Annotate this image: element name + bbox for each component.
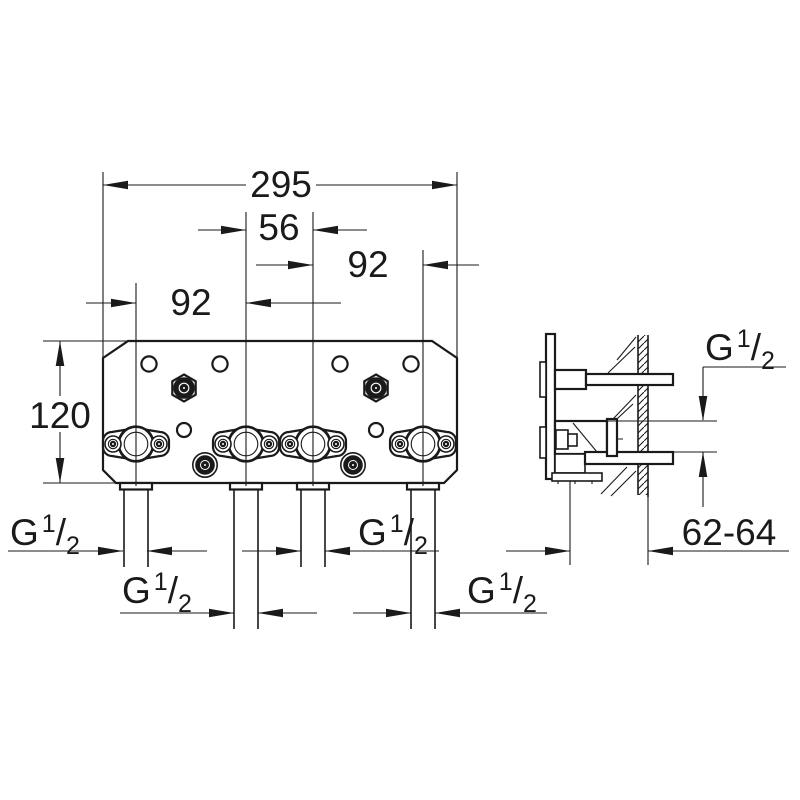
side-view (539, 332, 717, 565)
wall-hatch (638, 335, 648, 495)
arrowhead (313, 225, 338, 235)
valve-foot-rail (551, 472, 603, 482)
pipe-stub-1 (123, 489, 149, 567)
valve-body-chamfer (572, 422, 598, 453)
lower-pipe-collar (605, 417, 619, 458)
arrowhead (325, 546, 350, 556)
valve-nut (555, 429, 569, 450)
wall-surface-strokes (600, 336, 637, 497)
dim-295: 295 (103, 164, 457, 205)
arrowhead (111, 298, 136, 308)
arrowhead (258, 608, 283, 618)
hex-union-fitting-right (363, 373, 389, 403)
mounting-hole (140, 355, 158, 373)
mounting-hole (211, 355, 229, 373)
valve-foot-teeth (557, 481, 593, 484)
wall-section (600, 335, 649, 497)
arrowhead (246, 298, 271, 308)
dimensions-front: 295 56 92 92 120 (8, 164, 547, 618)
mounting-hole (175, 421, 193, 439)
arrowhead (648, 546, 673, 556)
pipe-stub-3 (300, 489, 326, 567)
lower-pipe (583, 450, 675, 466)
valve-nut-cap (567, 433, 578, 447)
pipe-stub-2 (233, 489, 259, 629)
plate-rear-tab-top (539, 361, 547, 398)
arrowhead (55, 341, 65, 366)
mounting-hole (331, 355, 349, 373)
plate-side-profile (544, 332, 557, 481)
mounting-plate-outline (101, 339, 459, 485)
dim-92-left: 92 (86, 282, 341, 323)
arrowhead (435, 608, 460, 618)
arrowhead (98, 546, 123, 556)
mounting-hole (402, 355, 420, 373)
dim-92-left-label: 92 (170, 282, 211, 323)
dim-92-right-label: 92 (347, 244, 388, 285)
arrowhead (423, 260, 448, 270)
upper-pipe (584, 372, 675, 387)
arrowhead (288, 260, 313, 270)
dim-92-right: 92 (256, 244, 479, 285)
arrowhead (276, 546, 301, 556)
dim-120-label: 120 (29, 395, 91, 436)
arrowhead (55, 458, 65, 483)
pipe-stub-4 (410, 489, 436, 629)
front-view (43, 172, 459, 629)
dim-62-64-label: 62-64 (682, 512, 777, 553)
mounting-hole (367, 421, 385, 439)
dim-120: 120 (29, 341, 91, 483)
arrowhead (103, 180, 128, 190)
screw-fitting-right (339, 451, 367, 479)
arrowhead (209, 608, 234, 618)
valve-body-lower (554, 453, 586, 474)
arrowhead (698, 452, 708, 477)
hex-union-fitting-left (171, 373, 197, 403)
arrowhead (698, 396, 708, 421)
dim-56: 56 (198, 207, 367, 248)
arrowhead (221, 225, 246, 235)
arrowhead (545, 546, 570, 556)
arrowhead (386, 608, 411, 618)
upper-fitting-block (553, 368, 588, 391)
arrowhead (432, 180, 457, 190)
dim-56-label: 56 (258, 207, 299, 248)
dim-295-label: 295 (250, 164, 312, 205)
plate-rear-tab-bottom (539, 426, 547, 459)
screw-fitting-left (192, 451, 218, 479)
arrowhead (147, 546, 172, 556)
dim-62-64: 62-64 (506, 512, 789, 556)
